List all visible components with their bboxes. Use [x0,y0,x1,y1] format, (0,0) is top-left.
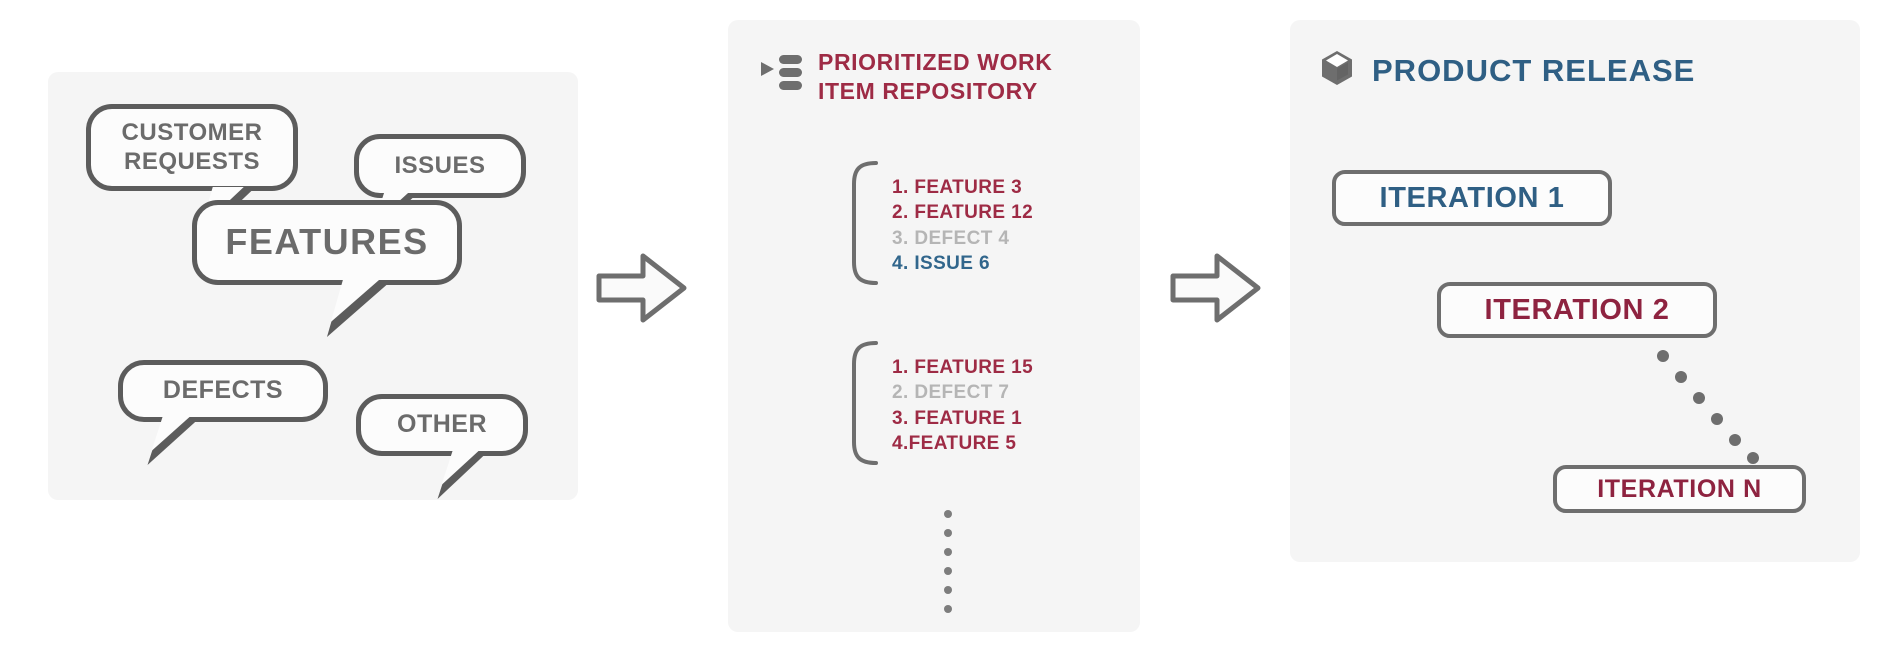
bubble-label: DEFECTS [162,376,284,405]
dot [944,605,952,613]
backlog-item: 1. FEATURE 3 [892,176,1023,198]
iteration-2-box: ITERATION 2 [1437,282,1717,338]
iteration-label: ITERATION 1 [1379,181,1565,214]
bubble-features: FEATURES [192,200,462,337]
cube-icon [1320,50,1354,91]
bubble-defects: DEFECTS [118,360,328,465]
iteration-n-box: ITERATION N [1553,465,1806,513]
iteration-label: ITERATION 2 [1484,293,1670,326]
dot [944,548,952,556]
continuation-dots [944,510,952,613]
bubble-issues: ISSUES [354,134,526,237]
iteration-connector-dots [1655,348,1775,471]
bubble-label: OTHER [397,410,487,439]
bubble-customer-requests: CUSTOMER REQUESTS [86,104,298,241]
backlog-group-1: 1. FEATURE 3 2. FEATURE 12 3. DEFECT 4 4… [848,160,1033,291]
flow-arrow-right-icon [596,252,688,329]
bubble-other: OTHER [356,394,528,499]
queue-list-icon [760,53,802,98]
bubble-label: CUSTOMER REQUESTS [121,119,263,175]
dot [944,567,952,575]
backlog-group-2: 1. FEATURE 15 2. DEFECT 7 3. FEATURE 1 4… [848,340,1033,471]
repository-title: PRIORITIZED WORK ITEM REPOSITORY [818,49,1053,105]
release-title: PRODUCT RELEASE [1372,52,1696,88]
prioritized-work-item-repository-panel [728,20,1140,632]
dot [944,529,952,537]
backlog-item: 2. DEFECT 7 [892,382,1010,404]
dot [944,510,952,518]
bubble-label: ISSUES [394,151,486,179]
bubble-label: FEATURES [225,221,429,263]
backlog-item: 3. FEATURE 1 [892,407,1023,429]
group-bracket-icon [848,340,878,471]
iteration-1-box: ITERATION 1 [1332,170,1612,226]
release-header: PRODUCT RELEASE [1320,50,1695,91]
backlog-item: 4. ISSUE 6 [892,252,990,274]
iteration-label: ITERATION N [1597,474,1762,503]
repository-header: PRIORITIZED WORK ITEM REPOSITORY [760,48,1052,107]
backlog-item: 3. DEFECT 4 [892,227,1010,249]
backlog-item: 4.FEATURE 5 [892,432,1017,454]
backlog-item-list: 1. FEATURE 3 2. FEATURE 12 3. DEFECT 4 4… [892,160,1033,291]
dot [944,586,952,594]
group-bracket-icon [848,160,878,291]
backlog-item: 2. FEATURE 12 [892,202,1034,224]
flow-arrow-right-icon [1170,252,1262,329]
backlog-item: 1. FEATURE 15 [892,356,1034,378]
backlog-item-list: 1. FEATURE 15 2. DEFECT 7 3. FEATURE 1 4… [892,340,1033,471]
